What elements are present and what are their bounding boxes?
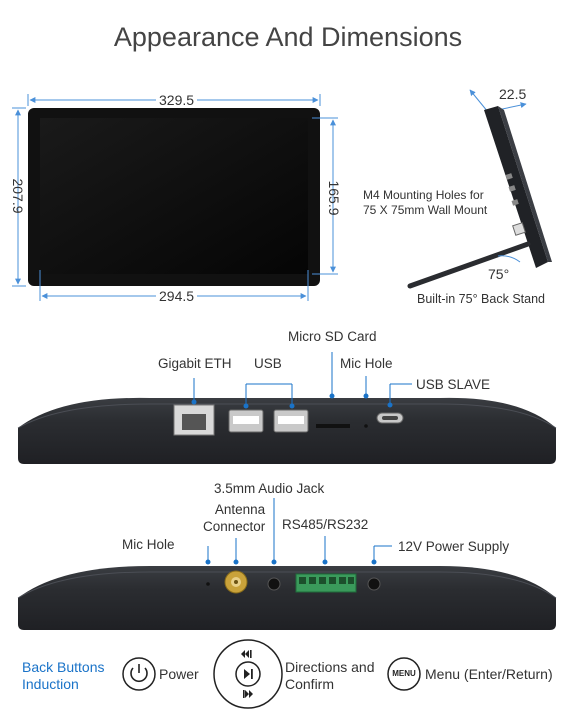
label-micro-sd: Micro SD Card	[288, 329, 377, 344]
mounting-note-line2: 75 X 75mm Wall Mount	[363, 203, 488, 217]
back-buttons-heading-line1: Back Buttons	[22, 659, 105, 675]
label-mic-hole-top: Mic Hole	[340, 356, 393, 371]
sd-slot	[316, 424, 350, 428]
side-panel	[484, 106, 548, 268]
dim-angle: 75°	[488, 266, 510, 282]
label-power: Power	[159, 666, 199, 682]
label-power-supply: 12V Power Supply	[398, 539, 510, 554]
back-button-icons	[122, 639, 421, 709]
label-directions-line1: Directions and	[285, 659, 375, 675]
menu-button-icon	[387, 657, 421, 691]
label-menu: Menu (Enter/Return)	[425, 666, 553, 682]
back-stand	[407, 241, 531, 289]
power-button-icon	[122, 657, 156, 691]
mic-hole-bottom	[206, 582, 210, 586]
label-usb: USB	[254, 356, 282, 371]
back-buttons-heading-line2: Induction	[22, 676, 79, 692]
front-screen	[40, 118, 308, 274]
label-gigabit-eth: Gigabit ETH	[158, 356, 232, 371]
label-rs485: RS485/RS232	[282, 517, 369, 532]
label-audio-jack: 3.5mm Audio Jack	[214, 481, 325, 496]
label-antenna-line2: Connector	[203, 519, 266, 534]
page-title: Appearance And Dimensions	[113, 22, 463, 52]
bottom-edge-view	[17, 498, 557, 630]
front-view	[12, 94, 338, 301]
stand-note: Built-in 75° Back Stand	[417, 292, 545, 306]
dim-inner-width: 294.5	[156, 288, 198, 304]
label-mic-hole-bottom: Mic Hole	[122, 537, 175, 552]
top-edge-view	[17, 352, 557, 464]
dim-depth: 22.5	[499, 86, 527, 102]
audio-jack	[267, 577, 281, 591]
dim-width: 329.5	[156, 92, 198, 108]
label-usb-slave: USB SLAVE	[416, 377, 491, 392]
label-directions-line2: Confirm	[285, 676, 335, 692]
power-jack	[367, 577, 381, 591]
mic-hole-top	[364, 424, 368, 428]
menu-icon-text: MENU	[392, 669, 416, 678]
dim-height: 207.9	[10, 178, 26, 214]
dim-inner-height: 165.9	[326, 180, 342, 216]
mounting-note-line1: M4 Mounting Holes for	[363, 188, 484, 202]
side-view	[407, 89, 552, 289]
label-antenna-line1: Antenna	[214, 502, 266, 517]
